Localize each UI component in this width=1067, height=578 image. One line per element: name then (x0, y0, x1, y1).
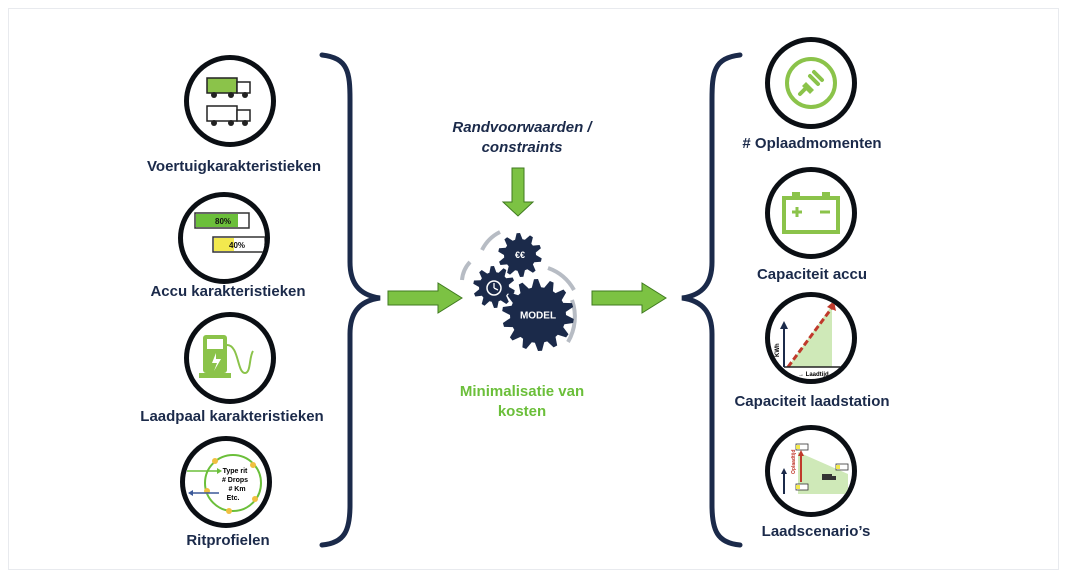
label-scenario: Laadscenario’s (761, 523, 871, 540)
gear-big-label: MODEL (520, 311, 556, 322)
station-capacity-circle: KWh → Laadtijd (765, 292, 857, 384)
accu-circle (765, 167, 857, 259)
constraints-label: Randvoorwaarden / constraints (452, 118, 591, 158)
objective-line-1: Minimalisatie van (459, 383, 585, 400)
input-arrow (387, 282, 463, 314)
route-line-3: # Km (228, 486, 245, 493)
y-axis-kwh: KWh (775, 343, 781, 357)
trucks-icon (206, 77, 251, 126)
objective-label: Minimalisatie van kosten (460, 382, 584, 422)
constraints-line-1: Randvoorwaarden / (452, 119, 592, 136)
charging-station-icon (199, 335, 254, 378)
gear-big-shape (502, 279, 574, 351)
clock-icon (486, 280, 502, 296)
label-vehicle: Voertuigkarakteristieken (147, 158, 321, 175)
gear-time (473, 266, 515, 308)
gear-small-top-shape (498, 233, 542, 277)
battery-levels-icon: 80% 40% (194, 212, 265, 253)
gear-model: MODEL (502, 279, 574, 351)
label-accu: Capaciteit accu (756, 266, 868, 283)
label-route: Ritprofielen (186, 532, 270, 549)
constraint-arrow (501, 167, 535, 217)
gear-cluster (460, 230, 577, 344)
gear-cost: €€ (498, 233, 542, 277)
battery-high-level: 80% (215, 217, 231, 226)
left-brace (319, 52, 381, 548)
battery-icon (782, 192, 840, 234)
y-axis-oplaadtijd: Oplaadtijd (791, 450, 797, 474)
route-circle: Type rit # Drops # Km Etc. (180, 436, 272, 528)
charge-scenario-icon: Oplaadtijd (781, 443, 849, 494)
label-battery: Accu karakteristieken (150, 283, 306, 300)
objective-line-2: kosten (497, 403, 547, 420)
plug-icon (785, 57, 837, 109)
right-brace (681, 52, 743, 548)
constraints-line-2: constraints (481, 139, 563, 156)
vehicle-circle (184, 55, 276, 147)
scenario-circle: Oplaadtijd (765, 425, 857, 517)
clock-hands (493, 283, 499, 291)
battery-circle: 80% 40% (178, 192, 270, 284)
output-arrow (591, 282, 667, 314)
gear-small-top-label: €€ (515, 250, 525, 260)
route-line-4: Etc. (227, 495, 240, 502)
battery-low-level: 40% (229, 241, 245, 250)
route-line-1: Type rit (223, 468, 248, 475)
charge-curve-icon: KWh → Laadtijd (775, 301, 848, 378)
label-plug: # Oplaadmomenten (742, 135, 882, 152)
charger-circle (184, 312, 276, 404)
label-station: Capaciteit laadstation (734, 393, 890, 410)
plug-circle (765, 37, 857, 129)
x-axis-laadtijd: → Laadtijd (798, 372, 829, 378)
route-profile-icon: Type rit # Drops # Km Etc. (187, 454, 262, 514)
label-charger: Laadpaal karakteristieken (140, 408, 324, 425)
route-line-2: # Drops (222, 477, 248, 484)
